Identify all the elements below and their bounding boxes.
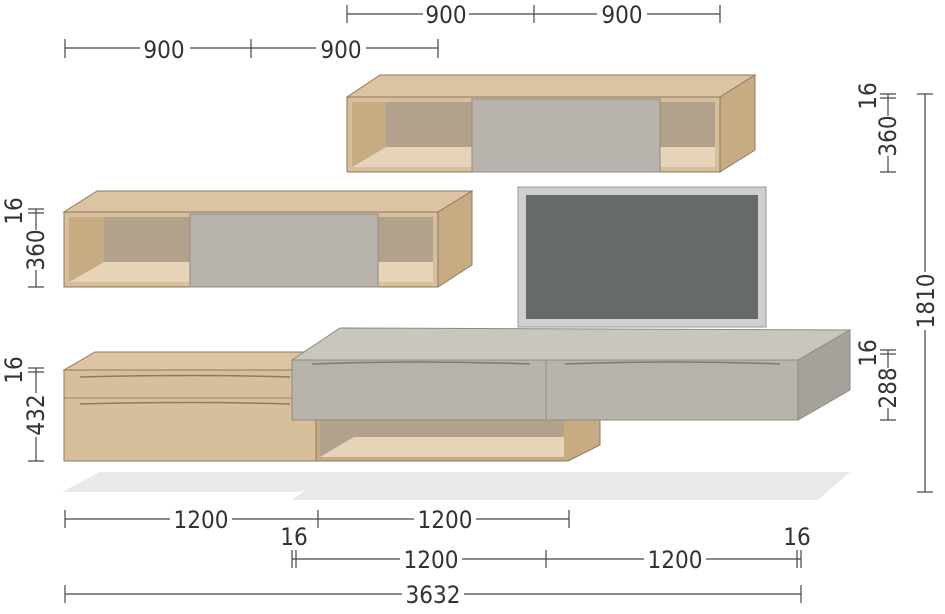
dim-left-upper-360: 360 bbox=[22, 229, 50, 270]
dim-top-upper-right: 900 bbox=[601, 1, 642, 29]
dim-bottom-1200-a: 1200 bbox=[174, 506, 229, 534]
dim-bottom-1200-d: 1200 bbox=[648, 546, 703, 574]
dim-right-lower-16: 16 bbox=[854, 339, 882, 366]
dim-right-upper-360: 360 bbox=[874, 115, 902, 156]
dim-left-lower-432: 432 bbox=[22, 394, 50, 435]
gray-lowboard bbox=[290, 327, 852, 421]
dim-left-upper-16: 16 bbox=[0, 197, 28, 224]
dim-bottom-total: 3632 bbox=[406, 581, 461, 609]
dim-bottom-16-left: 16 bbox=[280, 523, 307, 551]
upper-wall-shelf bbox=[345, 74, 757, 173]
dim-left-lower-16: 16 bbox=[0, 356, 28, 383]
dim-bottom-16-right: 16 bbox=[783, 523, 810, 551]
dim-right-upper-16: 16 bbox=[854, 82, 882, 109]
dim-top-lower-left: 900 bbox=[143, 36, 184, 64]
dim-right-lower-288: 288 bbox=[874, 367, 902, 408]
dim-bottom-1200-b: 1200 bbox=[418, 506, 473, 534]
middle-wall-shelf bbox=[62, 190, 474, 288]
left-sideboard bbox=[62, 351, 601, 462]
tv-screen bbox=[517, 186, 767, 328]
dim-bottom-1200-c: 1200 bbox=[404, 546, 459, 574]
dim-top-upper-left: 900 bbox=[425, 1, 466, 29]
dim-right-total: 1810 bbox=[912, 274, 940, 329]
dim-top-lower-right: 900 bbox=[320, 36, 361, 64]
floor-shadow bbox=[62, 472, 850, 500]
